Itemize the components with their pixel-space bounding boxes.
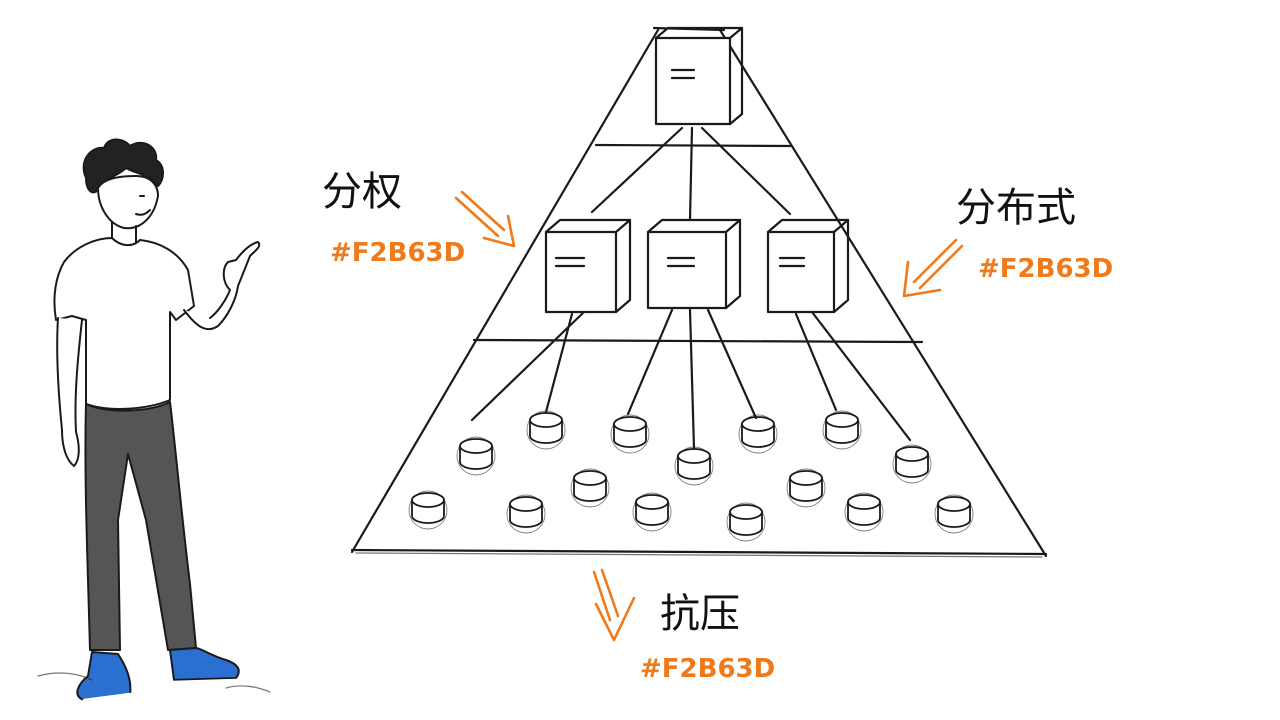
tier-divider-middle	[472, 338, 924, 344]
leaf-node	[786, 468, 826, 508]
label-bottom-code: #F2B63D	[640, 654, 776, 684]
label-right-code: #F2B63D	[978, 254, 1114, 284]
leaf-node	[674, 446, 714, 486]
leaf-node	[610, 414, 650, 454]
middle-server-center-icon	[646, 218, 742, 310]
label-bottom-title: 抗压	[660, 591, 740, 637]
middle-server-right-icon	[766, 218, 850, 314]
top-connectors	[590, 126, 792, 222]
pyramid-outline	[350, 26, 1048, 558]
person-face	[97, 175, 159, 230]
middle-connectors	[470, 308, 912, 450]
person-shoe-left	[76, 651, 132, 701]
leaf-node	[632, 492, 672, 532]
label-right-title: 分布式	[956, 185, 1076, 231]
person-figure	[37, 138, 271, 702]
leaf-node	[570, 468, 610, 508]
leaf-nodes	[408, 410, 974, 542]
leaf-node	[738, 414, 778, 454]
leaf-node	[456, 436, 496, 476]
top-server-icon	[654, 26, 744, 126]
person-pants	[84, 401, 197, 651]
person-shoe-right	[169, 647, 240, 681]
leaf-node	[408, 490, 448, 530]
leaf-node	[526, 410, 566, 450]
leaf-node	[934, 494, 974, 534]
leaf-node	[844, 492, 884, 532]
arrow-right-icon	[902, 238, 964, 298]
arrow-left-icon	[454, 190, 516, 248]
label-left-code: #F2B63D	[330, 238, 466, 268]
person-shirt	[53, 237, 195, 410]
leaf-node	[822, 410, 862, 450]
label-left-title: 分权	[322, 169, 402, 215]
tier-divider-top	[594, 143, 792, 148]
leaf-node	[506, 494, 546, 534]
leaf-node	[726, 502, 766, 542]
middle-server-left-icon	[544, 218, 632, 314]
leaf-node	[892, 444, 932, 484]
arrow-down-icon	[592, 568, 636, 642]
